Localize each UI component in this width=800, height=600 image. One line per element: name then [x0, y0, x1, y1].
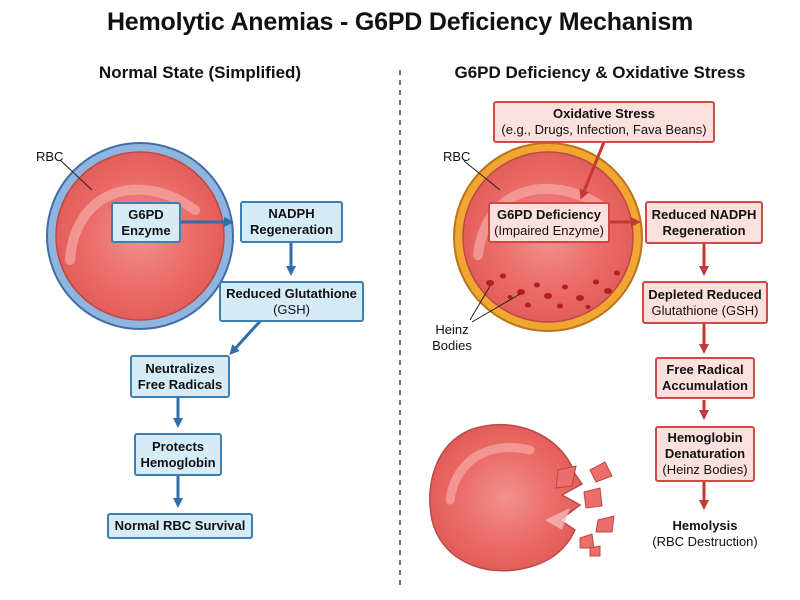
oxidative-stress-box: Oxidative Stress (e.g., Drugs, Infection… — [493, 101, 715, 143]
heinz-line2: Bodies — [432, 338, 472, 353]
nadph-line1: NADPH — [268, 206, 315, 221]
bursting-rbc-illustration — [429, 423, 615, 572]
depleted-line2: Glutathione (GSH) — [651, 302, 759, 318]
hemolysis-line2: (RBC Destruction) — [652, 534, 758, 549]
glutathione-line2: (GSH) — [273, 301, 310, 317]
hemolysis-label: Hemolysis (RBC Destruction) — [635, 518, 775, 550]
depleted-glutathione-box: Depleted Reduced Glutathione (GSH) — [642, 281, 768, 324]
rbc-label-leader-deficient — [463, 160, 501, 191]
reduced-nadph-line2: Regeneration — [662, 222, 746, 238]
deficiency-heading: G6PD Deficiency & Oxidative Stress — [454, 63, 746, 82]
g6pd-deficiency-box: G6PD Deficiency (Impaired Enzyme) — [488, 202, 610, 243]
heinz-line1: Heinz — [435, 322, 469, 337]
nadph-regeneration-box: NADPH Regeneration — [240, 201, 343, 243]
denaturation-line1: Hemoglobin — [667, 430, 743, 445]
arrow-gsh-to-neutralizes — [229, 316, 265, 355]
neutralizes-line1: Neutralizes — [145, 360, 215, 376]
hemoglobin-denaturation-box: Hemoglobin Denaturation (Heinz Bodies) — [655, 426, 755, 482]
free-radical-accumulation-box: Free Radical Accumulation — [655, 357, 755, 399]
g6pd-enzyme-box: G6PD Enzyme — [111, 202, 181, 243]
stress-line2: (e.g., Drugs, Infection, Fava Beans) — [501, 122, 707, 137]
protects-line1: Protects — [151, 438, 205, 454]
rbc-label-deficient: RBC — [443, 149, 471, 164]
reduced-nadph-line1: Reduced NADPH — [651, 206, 757, 222]
stress-line1: Oxidative Stress — [553, 106, 655, 121]
normal-rbc-survival-box: Normal RBC Survival — [107, 513, 253, 539]
heinz-body-dots — [486, 270, 620, 309]
reduced-glutathione-box: Reduced Glutathione (GSH) — [219, 281, 364, 322]
hemolysis-line1: Hemolysis — [672, 518, 738, 533]
denaturation-line3: (Heinz Bodies) — [662, 462, 748, 477]
nadph-line2: Regeneration — [249, 222, 334, 237]
deficiency-line1: G6PD Deficiency — [496, 206, 602, 222]
protects-line2: Hemoglobin — [140, 454, 216, 470]
heinz-bodies-label: Heinz Bodies — [427, 322, 477, 354]
deficiency-line2: (Impaired Enzyme) — [494, 222, 604, 238]
g6pd-enzyme-line2: Enzyme — [121, 222, 171, 238]
g6pd-enzyme-line1: G6PD — [128, 206, 164, 222]
denaturation-line2: Denaturation — [664, 446, 746, 461]
free-radical-line1: Free Radical — [666, 362, 744, 377]
heinz-leader-2 — [471, 293, 521, 323]
neutralizes-free-radicals-box: Neutralizes Free Radicals — [130, 355, 230, 398]
arrow-stress-to-rbc — [579, 141, 606, 200]
survival-text: Normal RBC Survival — [114, 518, 246, 533]
glutathione-line1: Reduced Glutathione — [226, 285, 357, 301]
reduced-nadph-box: Reduced NADPH Regeneration — [645, 201, 763, 244]
free-radical-line2: Accumulation — [662, 378, 748, 393]
heinz-leader-1 — [469, 285, 491, 321]
page-title: Hemolytic Anemias - G6PD Deficiency Mech… — [106, 8, 694, 36]
neutralizes-line2: Free Radicals — [137, 376, 223, 392]
rbc-label: RBC — [36, 149, 64, 164]
protects-hemoglobin-box: Protects Hemoglobin — [134, 433, 222, 476]
rbc-label-leader — [59, 159, 93, 191]
depleted-line1: Depleted Reduced — [648, 286, 762, 302]
normal-state-heading: Normal State (Simplified) — [98, 63, 302, 82]
